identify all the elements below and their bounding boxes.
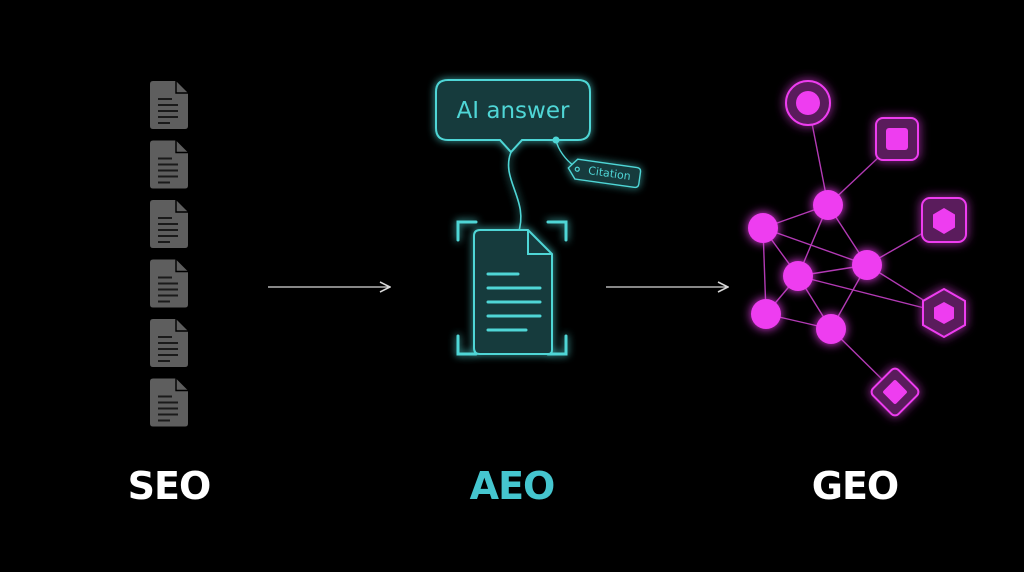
diamond-node-icon <box>870 367 920 417</box>
hexagon-node-icon <box>921 197 967 243</box>
square-node-icon <box>875 117 919 161</box>
hexagon-node-icon <box>922 287 966 339</box>
document-fold <box>527 230 552 255</box>
graph-node <box>751 299 781 329</box>
geo-knowledge-graph <box>748 80 967 417</box>
graph-node <box>748 213 778 243</box>
graph-node <box>816 314 846 344</box>
document-text-lines <box>486 272 542 332</box>
focus-frame-icon <box>456 220 568 356</box>
geo-label: GEO <box>812 464 898 508</box>
graph-node <box>783 261 813 291</box>
document-icon <box>150 81 188 129</box>
citation-tag-icon <box>567 158 642 189</box>
document-icon <box>150 319 188 367</box>
aeo-document-icon <box>473 229 553 355</box>
tether-line <box>507 151 522 235</box>
document-icon <box>150 200 188 248</box>
graph-node <box>813 190 843 220</box>
document-icon <box>150 259 188 308</box>
circle-node-icon <box>785 80 831 126</box>
aeo-label: AEO <box>470 464 555 508</box>
document-icon <box>150 140 188 189</box>
graph-node <box>852 250 882 280</box>
aeo-illustration <box>435 79 642 356</box>
speech-bubble-icon <box>435 79 591 154</box>
document-icon <box>150 378 188 427</box>
ai-answer-text: AI answer <box>457 98 570 124</box>
citation-text: Citation <box>587 164 631 183</box>
graph-nodes <box>748 80 967 417</box>
seo-label: SEO <box>128 464 211 508</box>
seo-document-stack <box>150 81 188 427</box>
